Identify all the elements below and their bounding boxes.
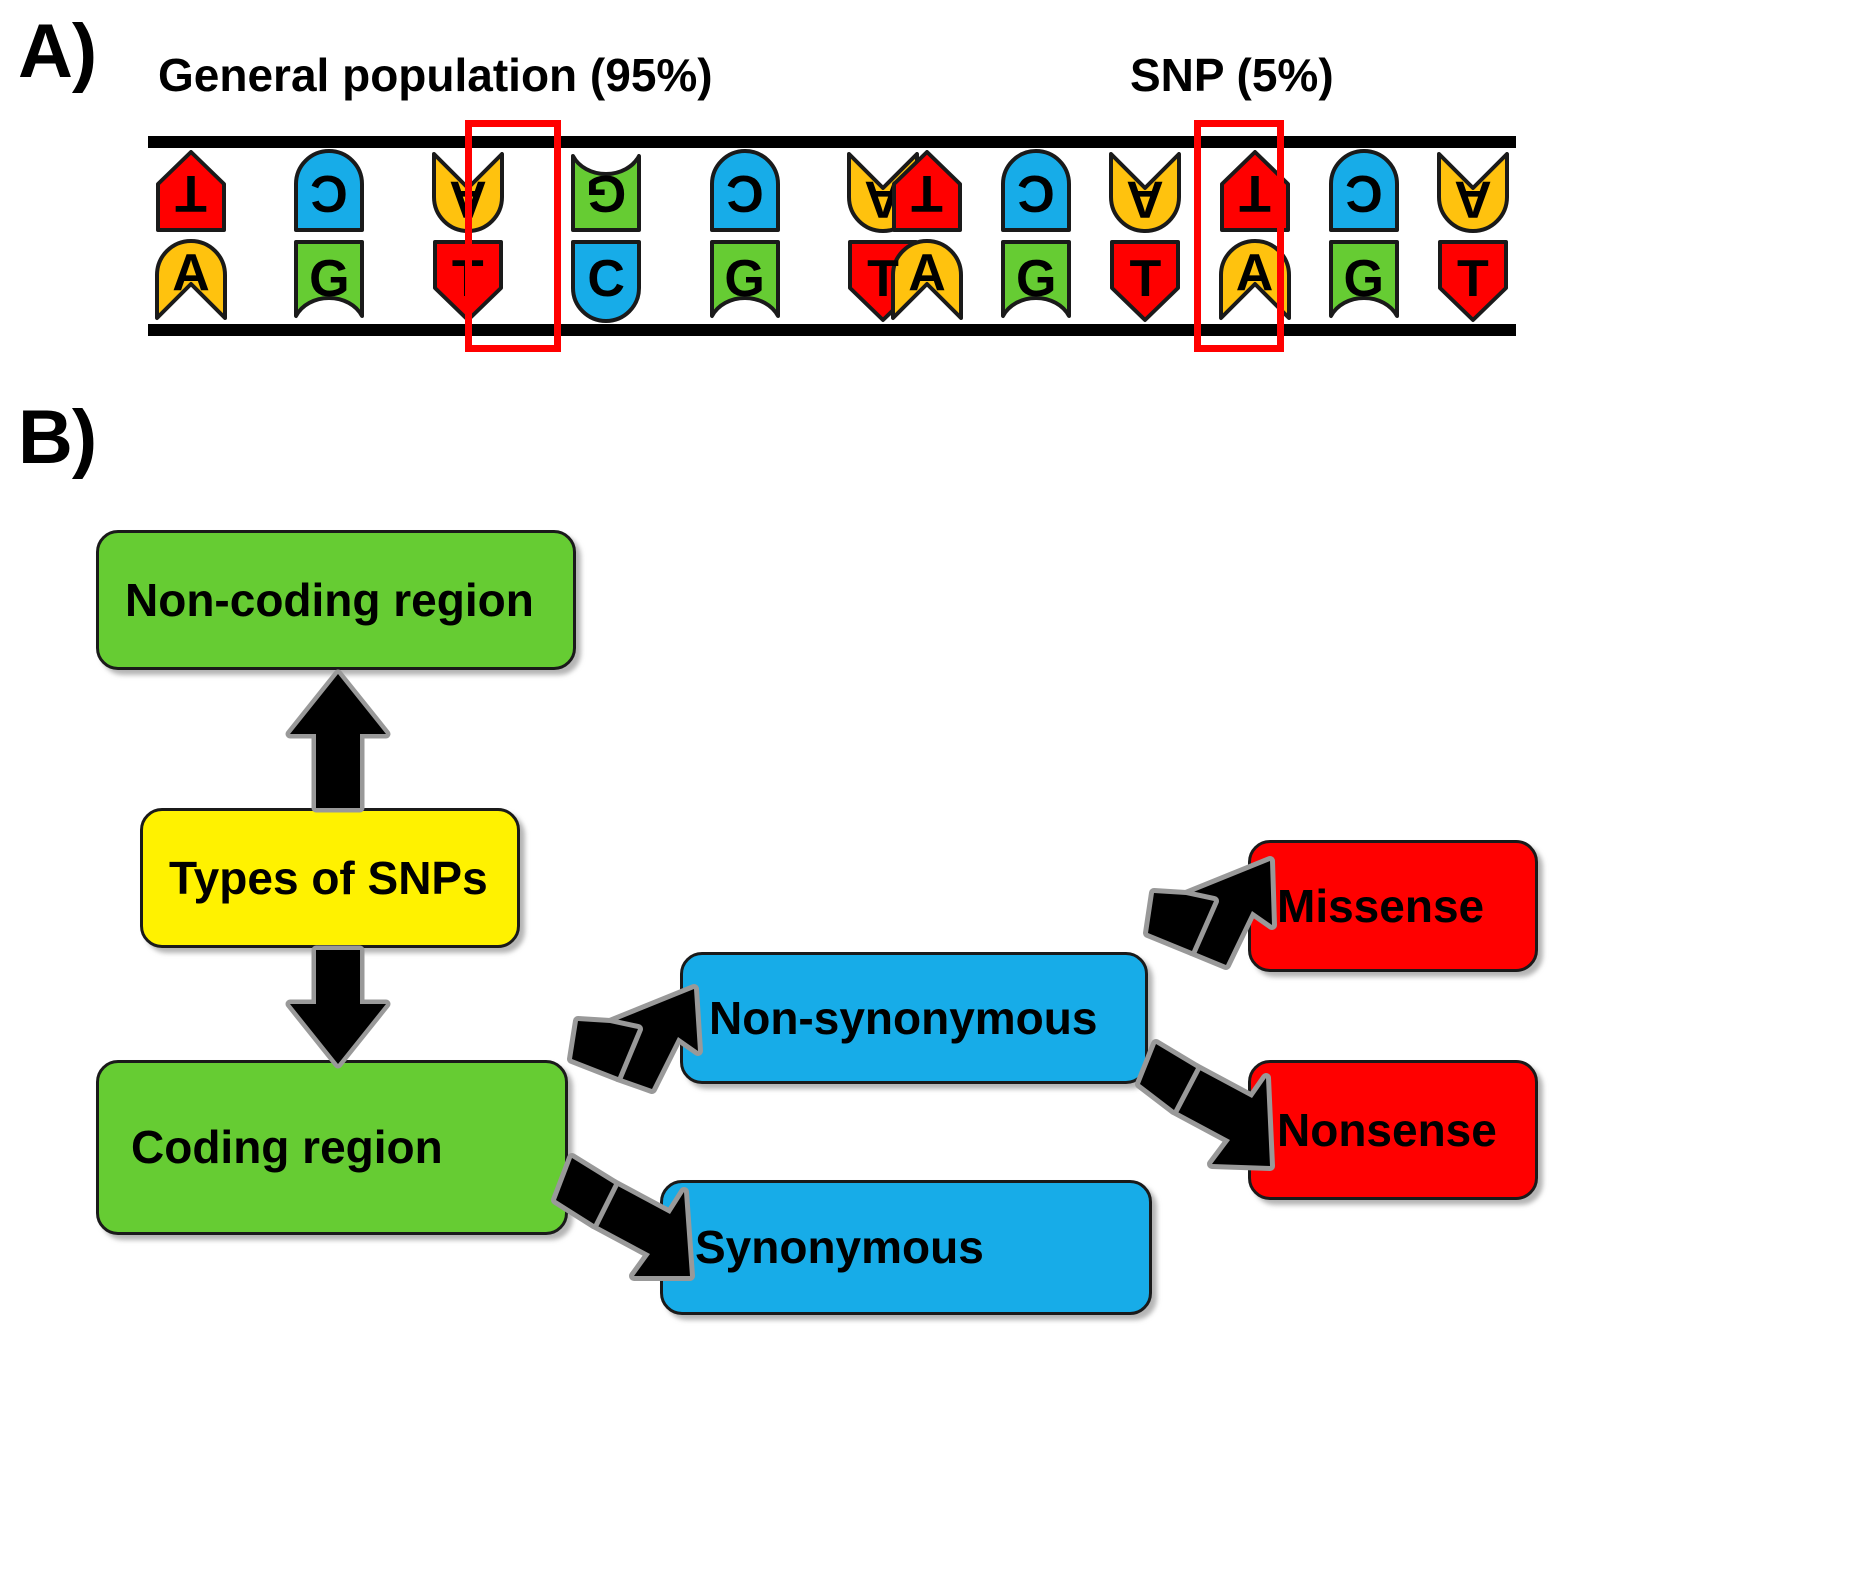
dna-base-shape-icon bbox=[890, 238, 964, 324]
dna-base-shape-icon bbox=[1436, 238, 1510, 324]
dna-base-T: T bbox=[154, 148, 228, 234]
dna-base-T: T bbox=[1436, 238, 1510, 324]
flow-box-label: Types of SNPs bbox=[169, 851, 488, 904]
dna-base-letter: G bbox=[309, 250, 350, 308]
dna-base-shape-icon bbox=[890, 148, 964, 234]
dna-base-T: T bbox=[846, 238, 920, 324]
dna-duplex-general-population: T C A G C A A G T C G T bbox=[148, 136, 926, 336]
dna-base-shape-icon bbox=[999, 238, 1073, 324]
dna-base-G: G bbox=[1327, 238, 1401, 324]
flow-box-label: Non-synonymous bbox=[709, 991, 1098, 1044]
dna-duplex-snp: T C A T C A A G T A G T bbox=[884, 136, 1516, 336]
dna-bottom-strand: A G T A G T bbox=[884, 238, 1516, 324]
arrow-coding-to-non-synonymous-icon bbox=[566, 984, 703, 1105]
dna-base-C: C bbox=[292, 148, 366, 234]
dna-base-shape-icon bbox=[292, 238, 366, 324]
dna-base-A: A bbox=[1108, 148, 1182, 234]
dna-base-shape-icon bbox=[708, 148, 782, 234]
dna-base-C: C bbox=[569, 238, 643, 324]
dna-base-shape-icon bbox=[999, 148, 1073, 234]
dna-base-shape-icon bbox=[569, 238, 643, 324]
dna-base-G: G bbox=[569, 148, 643, 234]
dna-base-C: C bbox=[999, 148, 1073, 234]
dna-base-letter: C bbox=[1017, 164, 1055, 222]
dna-base-shape-icon bbox=[1436, 148, 1510, 234]
dna-base-T: T bbox=[1218, 148, 1292, 234]
dna-base-letter: A bbox=[908, 244, 946, 302]
dna-base-shape-icon bbox=[569, 148, 643, 234]
dna-base-shape-icon bbox=[708, 238, 782, 324]
panel-b-letter: B) bbox=[18, 395, 97, 480]
dna-base-C: C bbox=[708, 148, 782, 234]
arrow-non-synonymous-to-missense-icon bbox=[1140, 855, 1278, 981]
dna-base-shape-icon bbox=[1218, 148, 1292, 234]
dna-base-shape-icon bbox=[154, 148, 228, 234]
dna-base-G: G bbox=[292, 238, 366, 324]
dna-base-shape-icon bbox=[154, 238, 228, 324]
dna-base-letter: G bbox=[1343, 250, 1384, 308]
arrow-coding-to-synonymous-icon bbox=[548, 1150, 698, 1281]
flow-box-coding-region[interactable]: Coding region bbox=[96, 1060, 568, 1235]
dna-base-letter: T bbox=[911, 164, 943, 222]
dna-base-G: G bbox=[999, 238, 1073, 324]
dna-base-T: T bbox=[890, 148, 964, 234]
flow-box-non-coding-region[interactable]: Non-coding region bbox=[96, 530, 576, 670]
dna-base-letter: C bbox=[725, 164, 764, 222]
dna-base-T: T bbox=[1108, 238, 1182, 324]
dna-base-letter: T bbox=[1129, 250, 1162, 308]
dna-base-letter: G bbox=[585, 164, 627, 222]
arrow-non-synonymous-to-nonsense-icon bbox=[1134, 1038, 1278, 1172]
dna-base-letter: G bbox=[724, 250, 765, 308]
flow-box-non-synonymous[interactable]: Non-synonymous bbox=[680, 952, 1148, 1084]
snp-highlight-box-right bbox=[1194, 120, 1284, 352]
arrow-down-icon bbox=[285, 945, 391, 1069]
flow-box-nonsense[interactable]: Nonsense bbox=[1248, 1060, 1538, 1200]
dna-base-letter: A bbox=[172, 244, 210, 302]
dna-base-letter: T bbox=[175, 164, 207, 222]
dna-base-shape-icon bbox=[1108, 148, 1182, 234]
panel-a-left-title: General population (95%) bbox=[158, 49, 713, 101]
panel-a-right-title: SNP (5%) bbox=[1130, 49, 1334, 101]
panel-a-letter: A) bbox=[18, 9, 97, 94]
dna-base-shape-icon bbox=[1108, 238, 1182, 324]
flow-box-label: Synonymous bbox=[695, 1221, 984, 1274]
flow-box-synonymous[interactable]: Synonymous bbox=[660, 1180, 1152, 1315]
dna-base-letter: C bbox=[310, 164, 349, 222]
dna-base-shape-icon bbox=[1327, 148, 1401, 234]
arrow-up-icon bbox=[285, 669, 391, 813]
dna-base-A: A bbox=[154, 238, 228, 324]
dna-base-letter: G bbox=[1015, 250, 1057, 308]
dna-base-shape-icon bbox=[292, 148, 366, 234]
dna-base-A: A bbox=[1436, 148, 1510, 234]
dna-base-G: G bbox=[708, 238, 782, 324]
dna-bottom-strand: A G T C G T bbox=[148, 238, 926, 324]
dna-base-letter: T bbox=[867, 250, 899, 308]
dna-base-letter: C bbox=[587, 250, 625, 308]
flow-box-missense[interactable]: Missense bbox=[1248, 840, 1538, 972]
dna-base-letter: A bbox=[1126, 170, 1165, 228]
flow-box-types-of-snps[interactable]: Types of SNPs bbox=[140, 808, 520, 948]
dna-base-letter: A bbox=[1454, 170, 1492, 228]
dna-base-letter: A bbox=[1235, 244, 1274, 302]
dna-base-A: A bbox=[890, 238, 964, 324]
dna-base-shape-icon bbox=[1218, 238, 1292, 324]
dna-base-A: A bbox=[1218, 238, 1292, 324]
dna-backbone-bottom bbox=[148, 324, 926, 336]
dna-base-C: C bbox=[1327, 148, 1401, 234]
flow-box-label: Non-coding region bbox=[125, 573, 534, 626]
dna-base-letter: T bbox=[1457, 250, 1489, 308]
flow-box-label: Missense bbox=[1277, 879, 1485, 932]
dna-backbone-top bbox=[148, 136, 926, 148]
dna-base-letter: C bbox=[1344, 164, 1383, 222]
dna-top-strand: T C A T C A bbox=[884, 148, 1516, 234]
flow-box-label: Coding region bbox=[131, 1121, 443, 1174]
snp-highlight-box-left bbox=[465, 120, 561, 352]
flow-box-label: Nonsense bbox=[1277, 1103, 1497, 1156]
dna-base-shape-icon bbox=[1327, 238, 1401, 324]
